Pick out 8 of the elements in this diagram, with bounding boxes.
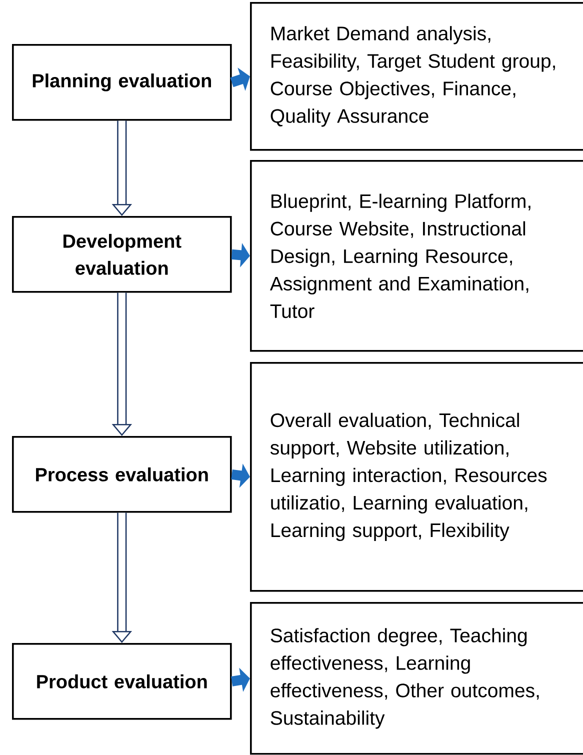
stage-box: Product evaluation bbox=[12, 643, 232, 720]
stage-box: Planning evaluation bbox=[12, 44, 232, 121]
criteria-box: Blueprint, E-learning Platform, Course Website, Instructional Design, Learning Resource, Assignment and Examination, Tutor bbox=[250, 160, 583, 352]
stage-box: Development evaluation bbox=[12, 216, 232, 293]
criteria-box: Satisfaction degree, Teaching effectiveness, Learning effectiveness, Other outcomes, Sustainability bbox=[250, 602, 583, 755]
criteria-box: Market Demand analysis, Feasibility, Target Student group, Course Objectives, Finance, Quality Assurance bbox=[250, 2, 583, 151]
criteria-box: Overall evaluation, Technical support, Website utilization, Learning interaction, Resources utilizatio, Learning evaluation, Learning support, Flexibility bbox=[250, 362, 583, 592]
stage-box: Process evaluation bbox=[12, 436, 232, 513]
